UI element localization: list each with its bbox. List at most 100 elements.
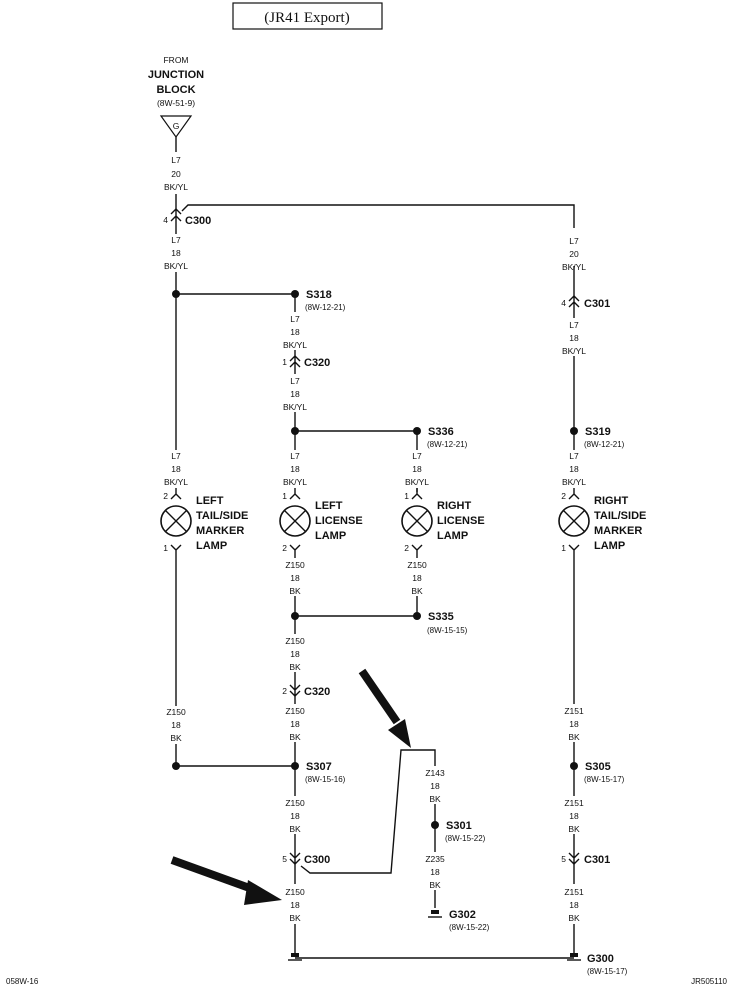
svg-text:18: 18 [430, 781, 440, 791]
lamp-right-license: 1 2 RIGHT LICENSE LAMP [401, 488, 485, 554]
wire-label-right-license-in: L7 18 BK/YL [405, 451, 429, 487]
wire-label-s335-out: Z150 18 BK [285, 636, 305, 672]
svg-text:Z150: Z150 [166, 707, 186, 717]
svg-text:BK/YL: BK/YL [164, 182, 188, 192]
connector-c301-top: 4 C301 [561, 295, 610, 310]
wire-label-junction-out: L7 20 BK/YL [164, 155, 188, 192]
svg-text:L7: L7 [171, 235, 181, 245]
svg-text:Z150: Z150 [285, 560, 305, 570]
svg-text:Z150: Z150 [407, 560, 427, 570]
svg-text:Z151: Z151 [564, 887, 584, 897]
footer-right-code: JR505110 [691, 977, 727, 986]
svg-text:BK/YL: BK/YL [405, 477, 429, 487]
svg-text:1: 1 [561, 543, 566, 553]
svg-text:18: 18 [412, 573, 422, 583]
svg-text:LAMP: LAMP [437, 530, 468, 542]
svg-text:(8W-12-21): (8W-12-21) [427, 440, 468, 449]
svg-text:S301: S301 [446, 820, 472, 832]
svg-text:LAMP: LAMP [594, 540, 625, 552]
wire-label-left-license-out: Z150 18 BK [285, 560, 305, 596]
svg-text:LAMP: LAMP [315, 530, 346, 542]
lamp-left-tail-side-marker: 2 1 LEFT TAIL/SIDE MARKER LAMP [160, 488, 248, 554]
svg-text:BK/YL: BK/YL [164, 477, 188, 487]
svg-text:BK: BK [429, 794, 441, 804]
wire-label-left-license-in: L7 18 BK/YL [283, 451, 307, 487]
svg-text:1: 1 [163, 543, 168, 553]
svg-text:Z150: Z150 [285, 636, 305, 646]
wire-label-left-tail-in: L7 18 BK/YL [164, 451, 188, 487]
svg-text:BK: BK [289, 824, 301, 834]
svg-text:S305: S305 [585, 761, 611, 773]
svg-text:C320: C320 [304, 357, 330, 369]
diagram-title: (JR41 Export) [264, 10, 349, 26]
svg-text:RIGHT: RIGHT [437, 500, 472, 512]
splice-left-tail-ground-junction [172, 762, 180, 770]
svg-text:L7: L7 [412, 451, 422, 461]
wire-label-c301-out: L7 18 BK/YL [562, 320, 586, 356]
fuse-symbol-label: G [173, 121, 180, 131]
wire-label-right-trunk-top: L7 20 BK/YL [562, 236, 586, 272]
svg-text:Z150: Z150 [285, 706, 305, 716]
svg-text:L7: L7 [569, 320, 579, 330]
svg-text:BK/YL: BK/YL [283, 402, 307, 412]
ground-icon [291, 953, 299, 957]
connector-c301-lower: 5 C301 [561, 852, 610, 866]
wire-label-c320-out: L7 18 BK/YL [283, 376, 307, 412]
splice-left-trunk-junction [172, 290, 180, 298]
wire-label-s318-out: L7 18 BK/YL [283, 314, 307, 350]
title-box: (JR41 Export) [232, 2, 383, 30]
svg-text:S319: S319 [585, 426, 611, 438]
ground-icon [431, 910, 439, 914]
svg-text:(8W-15-17): (8W-15-17) [584, 775, 625, 784]
svg-text:18: 18 [290, 389, 300, 399]
footer-left-code: 058W-16 [6, 977, 39, 986]
junction-block-source: FROM JUNCTION BLOCK (8W-51-9) G [148, 55, 204, 139]
splice-s301: S301 (8W-15-22) [431, 820, 486, 843]
svg-text:18: 18 [290, 719, 300, 729]
svg-text:18: 18 [569, 719, 579, 729]
wire-label-right-tail-out: Z151 18 BK [564, 706, 584, 742]
svg-text:BK/YL: BK/YL [562, 346, 586, 356]
source-name-line2: BLOCK [156, 84, 195, 96]
svg-text:LICENSE: LICENSE [437, 515, 485, 527]
svg-text:Z150: Z150 [285, 887, 305, 897]
wire-label-right-tail-in: L7 18 BK/YL [562, 451, 586, 487]
svg-text:4: 4 [163, 215, 168, 225]
ground-left-bus [288, 953, 302, 961]
arrow-icon [388, 719, 411, 748]
svg-text:2: 2 [282, 543, 287, 553]
svg-text:BK: BK [568, 732, 580, 742]
wire-label-s307-out: Z150 18 BK [285, 798, 305, 834]
svg-text:C300: C300 [185, 215, 211, 227]
svg-text:S335: S335 [428, 611, 454, 623]
wire-label-c300-lower-out: Z150 18 BK [285, 887, 305, 923]
svg-text:L7: L7 [290, 314, 300, 324]
svg-text:BK: BK [411, 586, 423, 596]
svg-text:BK/YL: BK/YL [283, 477, 307, 487]
svg-text:TAIL/SIDE: TAIL/SIDE [594, 510, 646, 522]
source-name-line1: JUNCTION [148, 69, 204, 81]
svg-text:BK: BK [289, 662, 301, 672]
ground-g300: G300 (8W-15-17) [567, 953, 628, 976]
svg-text:18: 18 [569, 333, 579, 343]
svg-text:2: 2 [282, 686, 287, 696]
splice-s336: S336 (8W-12-21) [413, 426, 468, 449]
connector-c300-top: 4 C300 [163, 208, 211, 228]
svg-text:2: 2 [404, 543, 409, 553]
svg-text:L7: L7 [290, 451, 300, 461]
wire-label-left-trunk-top: L7 18 BK/YL [164, 235, 188, 271]
svg-text:L7: L7 [569, 236, 579, 246]
svg-text:18: 18 [171, 464, 181, 474]
svg-text:L7: L7 [290, 376, 300, 386]
svg-text:(8W-15-22): (8W-15-22) [449, 923, 490, 932]
wire-label-s305-out: Z151 18 BK [564, 798, 584, 834]
svg-text:Z150: Z150 [285, 798, 305, 808]
ground-icon [570, 953, 578, 957]
svg-text:BK/YL: BK/YL [562, 477, 586, 487]
svg-text:(8W-12-21): (8W-12-21) [305, 303, 346, 312]
svg-text:BK/YL: BK/YL [164, 261, 188, 271]
svg-text:G300: G300 [587, 953, 614, 965]
svg-text:LEFT: LEFT [196, 495, 224, 507]
wire-paths [175, 137, 575, 959]
connector-c300-lower: 5 C300 [282, 852, 330, 866]
